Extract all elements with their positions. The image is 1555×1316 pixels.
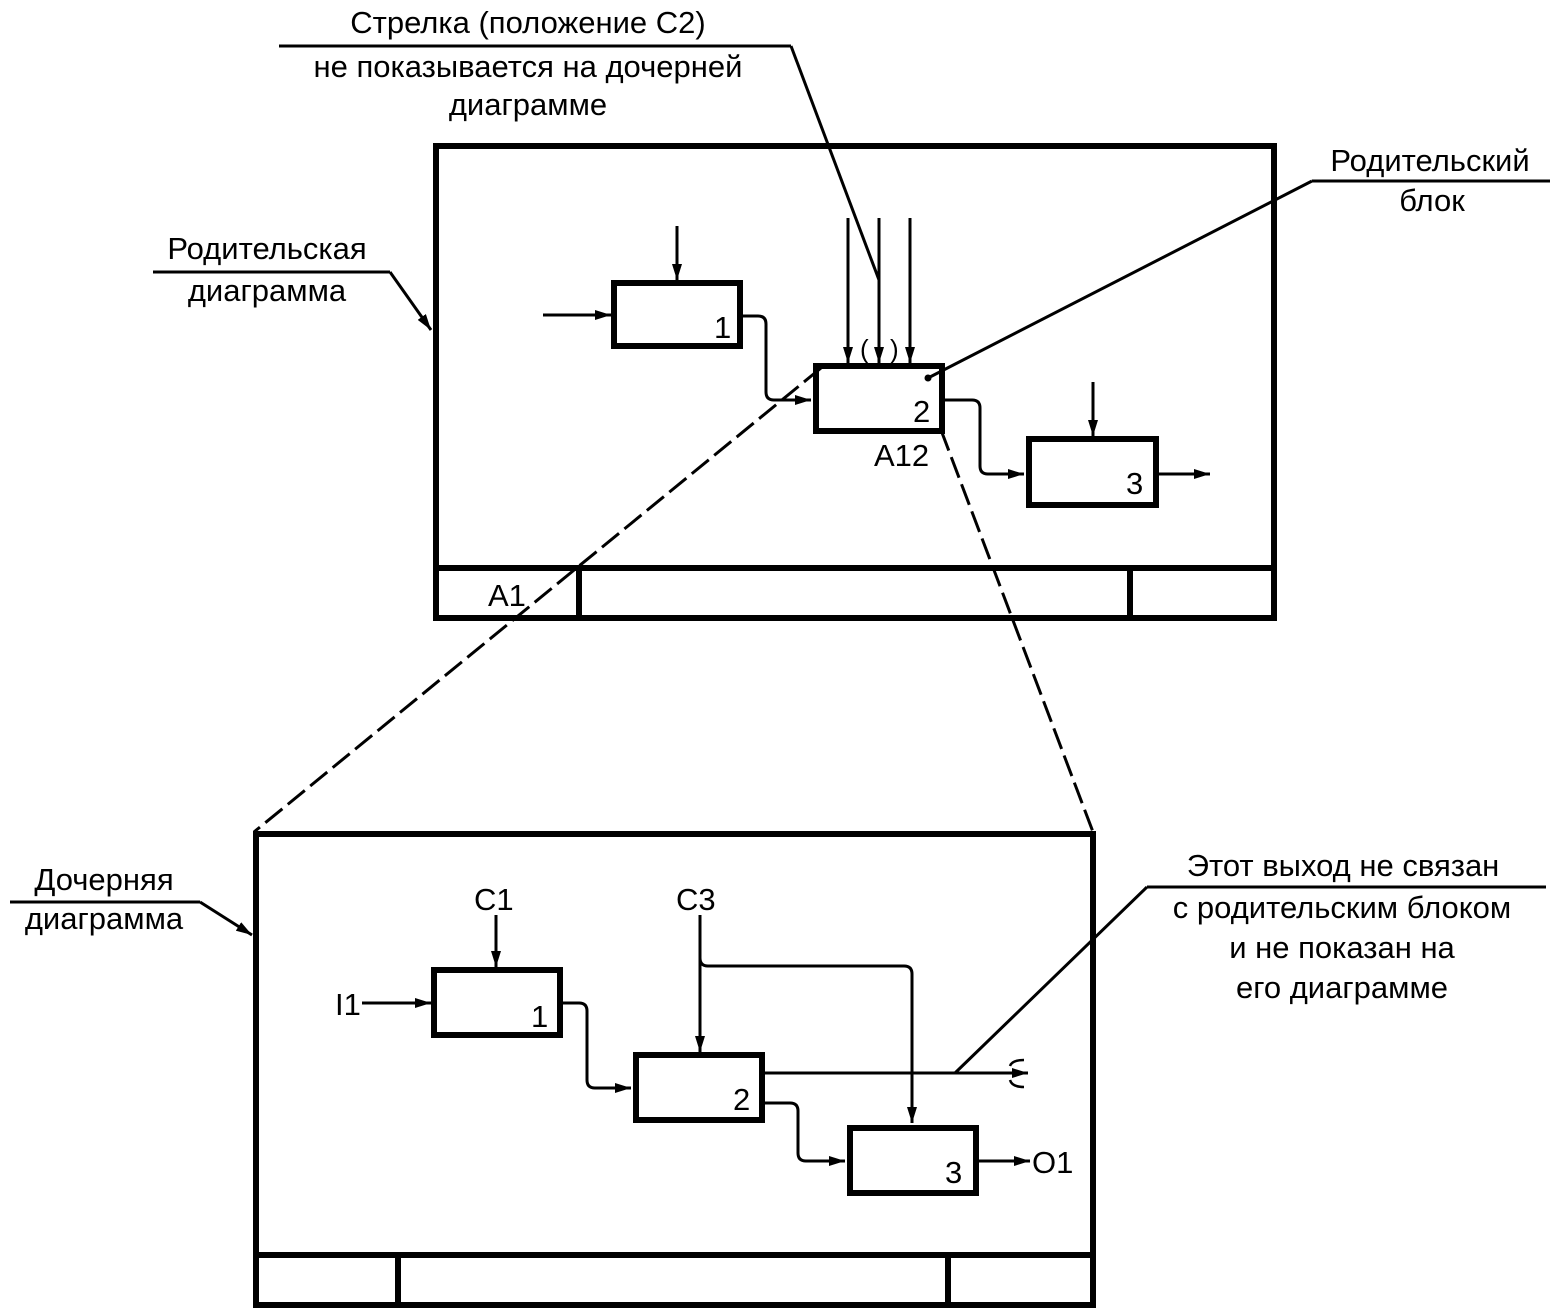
child-block-1[interactable] (431, 967, 563, 1038)
callout-child-diagram-line1: Дочерняя (34, 862, 173, 897)
child-output-tunnel-mark (1008, 1058, 1025, 1089)
icom-o1-label: O1 (1032, 1145, 1073, 1180)
parent-block-3[interactable] (1026, 436, 1159, 508)
callout-child-diagram-line2: диаграмма (25, 901, 184, 936)
tunnel-mark-left: ( (860, 334, 869, 364)
callout-parent-block: Родительский блок (927, 143, 1550, 380)
callout-parent-block-leader (927, 179, 1313, 380)
callout-unconnected-output-line2: с родительским блоком (1173, 890, 1511, 925)
callout-arrow-c2-line2: не показывается на дочерней (314, 49, 743, 84)
callout-unconnected-output-line3: и не показан на (1229, 930, 1455, 965)
callout-arrow-c2-line1: Стрелка (положение С2) (350, 5, 705, 40)
icom-c3-label: C3 (676, 882, 716, 917)
parent-arrow-2-to-3 (942, 398, 1024, 479)
callout-unconnected-output: Этот выход не связан с родительским блок… (953, 848, 1546, 1075)
callout-parent-block-line1: Родительский (1330, 143, 1529, 178)
parent-node-label: A1 (488, 578, 526, 613)
callout-unconnected-output-line4: его диаграмме (1236, 970, 1448, 1005)
callout-parent-diagram-line2: диаграмма (188, 273, 347, 308)
parent-arrow-1-to-2 (740, 314, 811, 405)
callout-parent-diagram-line1: Родительская (167, 231, 366, 266)
child-block-3-number: 3 (945, 1155, 962, 1190)
callout-parent-diagram-leader (388, 271, 433, 331)
child-c3-branch-to-block-3 (698, 957, 917, 1123)
callout-child-diagram-leader (199, 900, 253, 937)
parent-block-1-number: 1 (714, 310, 731, 345)
decomposition-line-left (253, 366, 822, 834)
callout-unconnected-output-leader (953, 885, 1149, 1075)
callout-parent-block-line2: блок (1399, 183, 1465, 218)
child-diagram: 1 C1 I1 2 C3 3 O1 (253, 831, 1096, 1308)
callout-arrow-c2: Стрелка (положение С2) не показывается н… (279, 5, 881, 281)
callout-unconnected-output-line1: Этот выход не связан (1187, 848, 1500, 883)
parent-block-1[interactable] (611, 280, 743, 349)
tunnel-mark-right: ) (890, 334, 899, 364)
parent-block-2-number: 2 (913, 394, 930, 429)
callout-arrow-c2-line3: диаграмме (449, 87, 607, 122)
child-arrow-2-to-3 (762, 1101, 845, 1166)
callout-child-diagram: Дочерняя диаграмма (10, 862, 253, 937)
child-diagram-frame (253, 831, 1096, 1308)
parent-diagram: A1 1 2 A12 ( ) 3 (433, 143, 1277, 621)
icom-i1-label: I1 (335, 987, 361, 1022)
callout-arrow-c2-leader (789, 45, 881, 281)
parent-block-2-node-ref: A12 (874, 438, 929, 473)
child-arrow-1-to-2 (560, 1001, 631, 1093)
callout-parent-diagram: Родительская диаграмма (153, 231, 433, 331)
parent-block-3-number: 3 (1126, 466, 1143, 501)
child-block-2[interactable] (633, 1052, 765, 1123)
parent-block-2[interactable] (813, 363, 945, 434)
icom-c1-label: C1 (474, 882, 514, 917)
child-block-1-number: 1 (531, 999, 548, 1034)
parent-diagram-frame (433, 143, 1277, 621)
decomposition-line-right (939, 429, 1095, 833)
child-block-2-number: 2 (733, 1082, 750, 1117)
